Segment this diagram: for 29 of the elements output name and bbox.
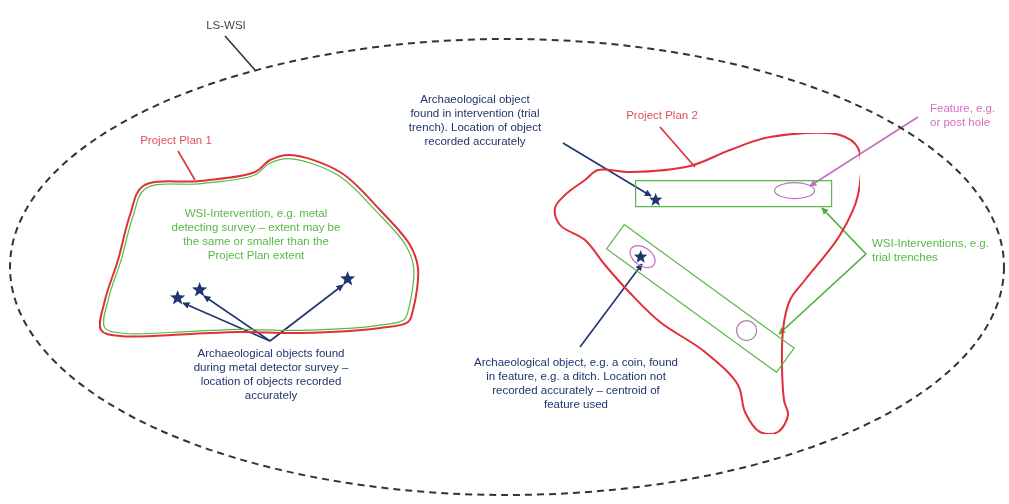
leader-arrow: [182, 302, 271, 342]
area-label: Project Plan 2: [612, 108, 712, 122]
feature-ellipse: [773, 181, 817, 201]
callout-text: WSI-Interventions, e.g. trial trenches: [872, 236, 992, 264]
leader-arrow: [203, 295, 271, 342]
star-marker: [191, 281, 209, 298]
boundary-ellipse: [8, 37, 1006, 497]
callout-text: Archaeological object found in intervention (trial trench). Location of object recorded accurately: [408, 92, 542, 148]
leader-line: [177, 150, 196, 181]
feature-circle: [735, 319, 759, 343]
leader-line: [224, 35, 256, 71]
area-label: Project Plan 1: [126, 133, 226, 147]
boundary-label: LS-WSI: [198, 18, 254, 32]
callout-text: Archaeological objects found during metal detector survey – location of objects recorded accurately: [180, 346, 362, 402]
trench-rectangle: [634, 179, 834, 209]
leader-arrow: [809, 116, 919, 187]
star-marker: [339, 270, 357, 287]
leader-arrow: [562, 142, 652, 197]
leader-arrow: [778, 253, 867, 335]
callout-text: Archaeological object, e.g. a coin, found in feature, e.g. a ditch. Location not recorded accurately – centroid of feature used: [474, 355, 678, 411]
star-marker: [648, 192, 664, 207]
leader-arrow: [269, 284, 344, 342]
leader-arrow: [579, 263, 643, 348]
callout-text: Feature, e.g. or post hole: [930, 101, 1008, 129]
leader-arrow: [821, 207, 867, 255]
star-marker: [633, 249, 649, 264]
leader-line: [659, 126, 696, 168]
area-description: WSI-Intervention, e.g. metal detecting survey – extent may be the same or smaller than the Project Plan extent: [170, 206, 342, 262]
star-marker: [169, 289, 187, 306]
